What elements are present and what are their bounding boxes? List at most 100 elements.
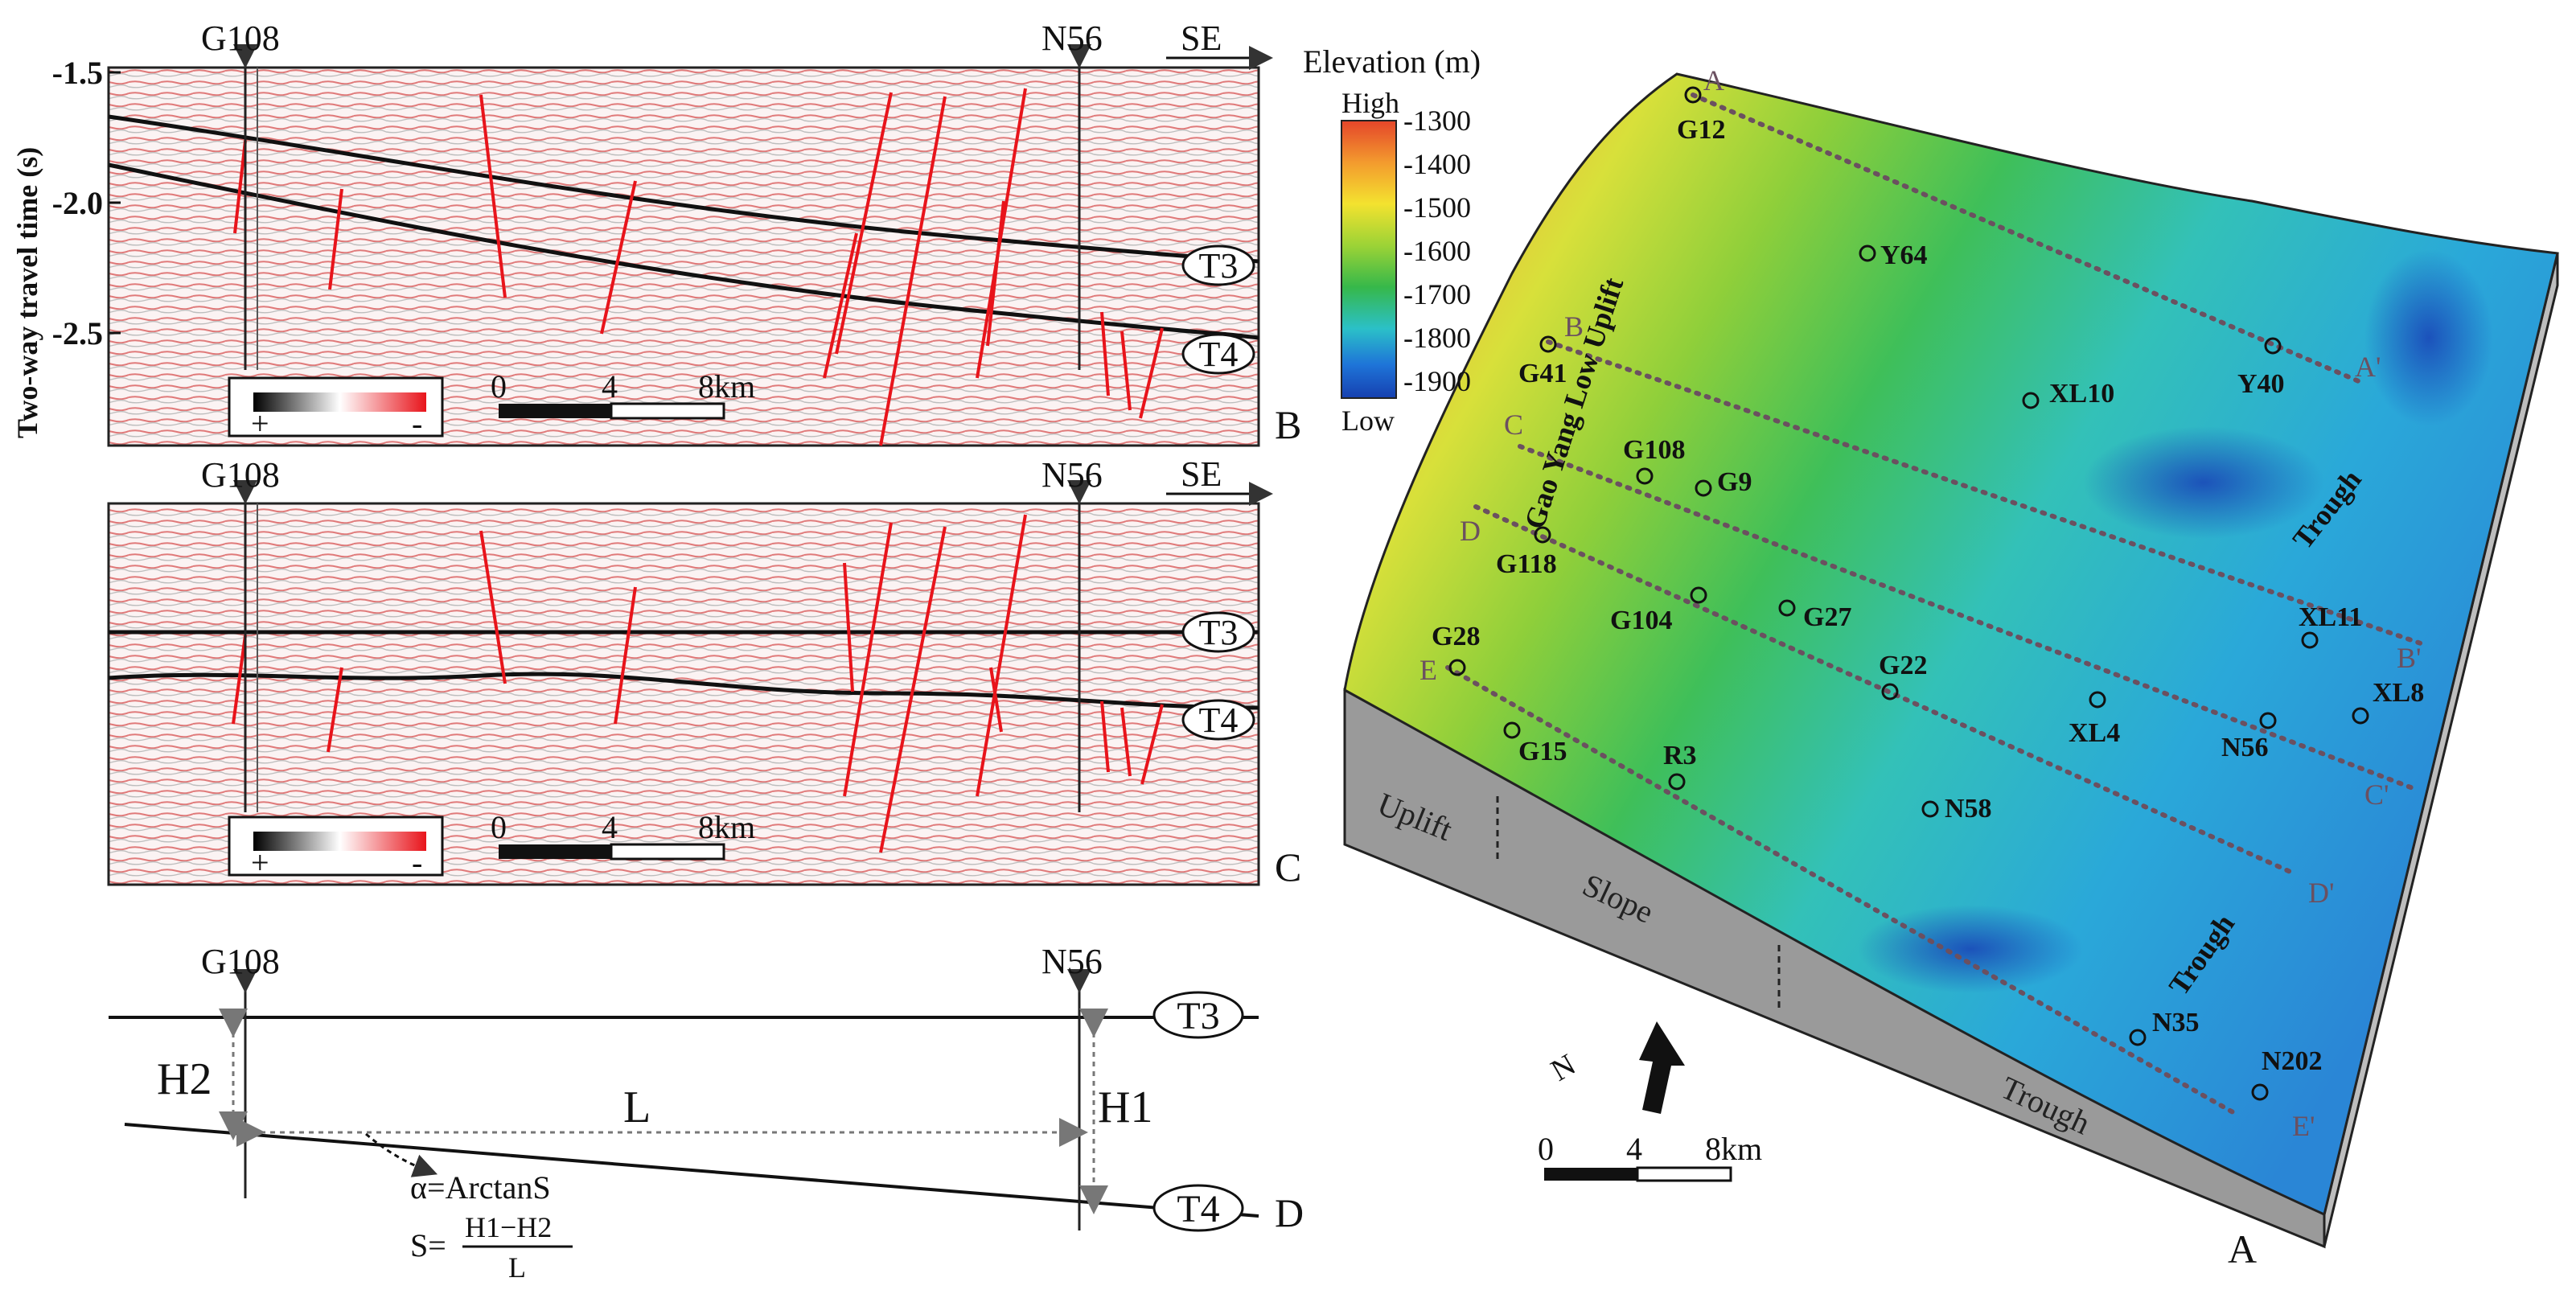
legend-high: High: [1341, 87, 1399, 119]
well-g12: G12: [1677, 115, 1725, 145]
y-tick-1: -1.5: [52, 55, 103, 91]
panel-a: A A' B B' C C' D D' E E': [1343, 64, 2559, 1272]
legend-low: Low: [1341, 405, 1395, 437]
legend-title: Elevation (m): [1303, 43, 1481, 80]
svg-text:4: 4: [602, 368, 618, 405]
line-t4-d: [124, 1123, 1259, 1218]
direction-label-b: SE: [1181, 18, 1222, 58]
well-g104: G104: [1610, 606, 1672, 635]
horizon-label-t3-d: T3: [1152, 991, 1244, 1039]
svg-text:N: N: [1546, 1048, 1582, 1088]
svg-text:-1800: -1800: [1403, 322, 1471, 354]
svg-text:+: +: [251, 405, 269, 442]
profile-a-start: A: [1703, 64, 1724, 97]
profile-b-end: B': [2397, 642, 2422, 674]
angle-formula: α=ArctanS: [410, 1169, 551, 1206]
well-label-n56-b: N56: [1041, 18, 1103, 58]
elevation-legend: Elevation (m) High Low -1300 -1400 -1500…: [1303, 43, 1481, 437]
horizon-label-t4-b: T4: [1181, 333, 1255, 375]
svg-text:T4: T4: [1199, 335, 1239, 374]
slope-numerator: H1−H2: [465, 1211, 552, 1243]
north-arrow: N: [1546, 1021, 1685, 1114]
panel-letter-b: B: [1275, 402, 1301, 447]
well-markers: [1448, 86, 2369, 1101]
polarity-legend-b: + -: [228, 376, 444, 442]
panel-c: G108 N56 SE T3 T4 + - 0 4 8km C: [107, 454, 1301, 889]
scale-bar-a: 0 4 8km: [1538, 1131, 1762, 1182]
svg-text:8km: 8km: [1705, 1131, 1762, 1167]
svg-text:+: +: [251, 844, 269, 881]
well-xl4: XL4: [2069, 718, 2120, 748]
well-label-n56-d: N56: [1041, 942, 1103, 981]
svg-text:-: -: [412, 405, 422, 442]
well-n58: N58: [1945, 794, 1992, 824]
svg-text:-1900: -1900: [1403, 365, 1471, 397]
polarity-legend-c: + -: [228, 815, 444, 881]
angle-arrow: [365, 1132, 438, 1177]
well-label-g108-d: G108: [201, 942, 280, 981]
panel-letter-d: D: [1275, 1190, 1304, 1235]
direction-label-c: SE: [1181, 454, 1222, 494]
well-g28: G28: [1432, 622, 1480, 651]
well-n202: N202: [2262, 1046, 2323, 1076]
svg-text:-1600: -1600: [1403, 235, 1471, 267]
svg-text:8km: 8km: [698, 368, 755, 405]
horizon-label-t3-b: T3: [1181, 244, 1255, 286]
svg-text:4: 4: [602, 809, 618, 845]
y-axis-label: Two-way travel time (s): [11, 147, 43, 438]
panel-letter-a: A: [2228, 1226, 2257, 1272]
svg-text:-1700: -1700: [1403, 278, 1471, 310]
profile-e-start: E: [1419, 654, 1437, 686]
profile-e-end: E': [2292, 1110, 2315, 1142]
scale-bar-c: 0 4 8km: [491, 809, 755, 861]
scale-bar-b: 0 4 8km: [491, 368, 755, 420]
elevation-surface: [1343, 72, 2559, 1217]
well-g22: G22: [1879, 651, 1927, 680]
well-n56: N56: [2221, 733, 2269, 762]
panel-d: G108 N56 H2 H1 L α=ArctanS S= H1−H2 L T3…: [109, 942, 1304, 1284]
svg-text:T3: T3: [1199, 613, 1239, 652]
profile-d-start: D: [1460, 515, 1481, 547]
panel-b: G108 N56 SE -1.5 -2.0 -2.5 Two-way trave…: [11, 18, 1301, 447]
well-label-g108-c: G108: [201, 455, 280, 495]
profile-b-start: B: [1564, 310, 1584, 343]
well-xl10: XL10: [2049, 379, 2114, 409]
svg-text:T3: T3: [1199, 246, 1239, 286]
well-y40: Y40: [2237, 369, 2285, 399]
horizon-label-t3-c: T3: [1181, 611, 1255, 653]
h2-label: H2: [157, 1054, 212, 1104]
svg-text:4: 4: [1626, 1131, 1642, 1167]
well-y64: Y64: [1880, 240, 1928, 270]
well-r3: R3: [1663, 741, 1697, 770]
trough-depression-1: [2083, 426, 2324, 539]
svg-text:-1500: -1500: [1403, 191, 1471, 224]
l-label: L: [623, 1083, 651, 1132]
well-label-n56-c: N56: [1041, 455, 1103, 495]
svg-text:-: -: [412, 844, 422, 881]
well-g118: G118: [1496, 549, 1557, 579]
svg-text:0: 0: [491, 809, 507, 845]
panel-letter-c: C: [1275, 844, 1301, 889]
slope-lhs: S=: [410, 1227, 446, 1263]
h1-label: H1: [1098, 1083, 1152, 1132]
y-tick-3: -2.5: [52, 315, 103, 351]
svg-text:0: 0: [1538, 1131, 1554, 1167]
svg-text:0: 0: [491, 368, 507, 405]
profile-a-end: A': [2355, 351, 2381, 383]
trough-depression-2: [2364, 249, 2493, 426]
well-xl11: XL11: [2299, 602, 2362, 632]
well-g9: G9: [1717, 467, 1752, 497]
well-g41: G41: [1518, 359, 1567, 388]
svg-text:T3: T3: [1177, 995, 1219, 1037]
profile-c-end: C': [2364, 779, 2389, 811]
well-g15: G15: [1518, 737, 1567, 766]
trough-depression-3: [1858, 905, 2083, 993]
well-g108: G108: [1623, 435, 1685, 465]
well-g27: G27: [1803, 602, 1851, 632]
faults-b: [233, 88, 1164, 446]
profile-d-end: D': [2308, 877, 2334, 909]
y-tick-2: -2.0: [52, 185, 103, 221]
svg-text:-1400: -1400: [1403, 148, 1471, 180]
well-xl8: XL8: [2373, 678, 2424, 708]
